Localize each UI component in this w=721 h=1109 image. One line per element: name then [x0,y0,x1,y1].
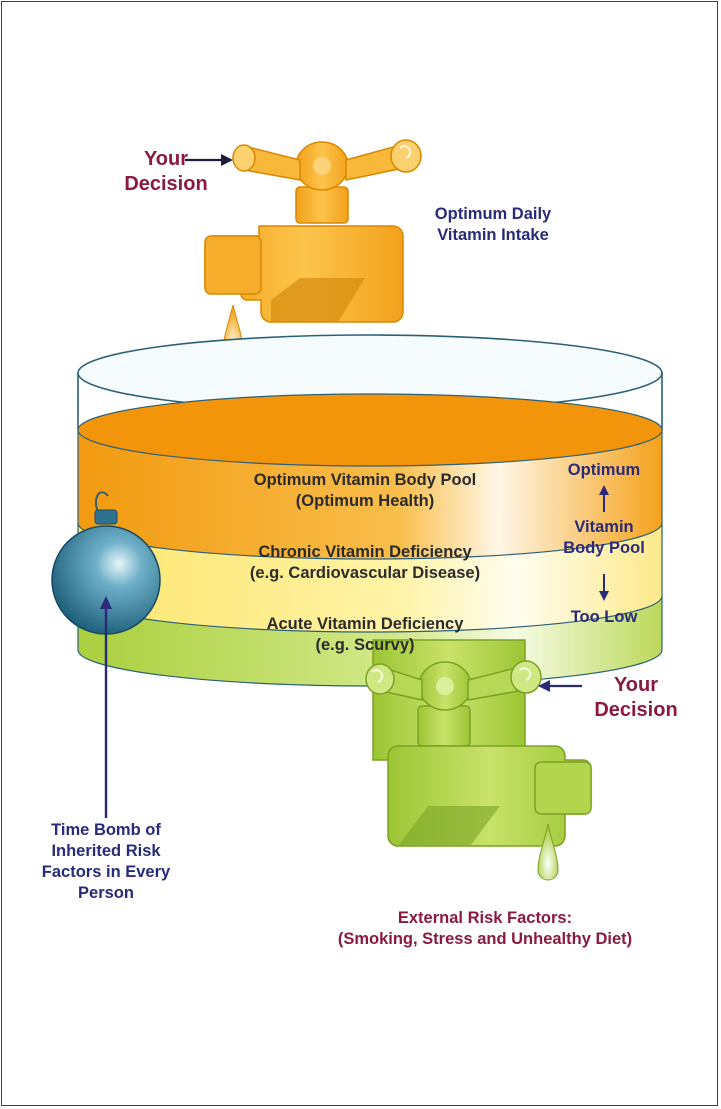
level-acute: Acute Vitamin Deficiency (e.g. Scurvy) [140,614,590,656]
bomb [51,491,161,635]
external-risk-label: External Risk Factors: (Smoking, Stress … [290,908,680,950]
top-decision-line1: Your [143,148,189,170]
bottom-decision-line1: Your [613,674,659,696]
bomb-label: Time Bomb of Inherited Risk Factors in E… [30,820,182,904]
bottom-decision-label: Your Decision [577,673,695,723]
intake-label: Optimum Daily Vitamin Intake [408,204,578,246]
arrow-bomb [100,596,112,818]
level-chronic-subtitle: (e.g. Cardiovascular Disease) [249,564,481,583]
arrow-scale-down [599,574,609,601]
top-tap [204,139,422,323]
arrow-bottom-decision [538,680,582,692]
bottom-drop [537,823,559,881]
top-decision-label: Your Decision [96,147,236,197]
scale-bottom-label: Too Low [570,608,638,626]
intake-line2: Vitamin Intake [437,226,549,245]
arrow-top-decision [185,154,233,166]
bottom-tap [365,639,592,847]
bomb-label-line3: Factors in Every [41,863,171,882]
top-decision-line2: Decision [124,173,208,195]
level-acute-title: Acute Vitamin Deficiency [266,615,464,633]
arrow-scale-up [599,485,609,512]
level-optimum-title: Optimum Vitamin Body Pool [253,471,477,489]
level-optimum: Optimum Vitamin Body Pool (Optimum Healt… [140,470,590,512]
scale-middle-label: Vitamin Body Pool [549,517,659,559]
bomb-label-line4: Person [78,884,134,903]
level-acute-subtitle: (e.g. Scurvy) [315,636,415,655]
level-chronic: Chronic Vitamin Deficiency (e.g. Cardiov… [140,542,590,584]
scale-top-label: Optimum [567,461,641,479]
external-risk-line1: External Risk Factors: [397,909,573,927]
scale-middle-line2: Body Pool [563,539,645,558]
intake-line1: Optimum Daily [434,205,552,223]
scale-middle-line1: Vitamin [574,518,634,536]
bomb-label-line1: Time Bomb of [51,821,161,839]
level-chronic-title: Chronic Vitamin Deficiency [258,543,472,561]
bomb-label-line2: Inherited Risk [51,842,161,861]
level-optimum-subtitle: (Optimum Health) [295,492,435,511]
bottom-decision-line2: Decision [594,699,678,721]
external-risk-line2: (Smoking, Stress and Unhealthy Diet) [337,930,633,949]
